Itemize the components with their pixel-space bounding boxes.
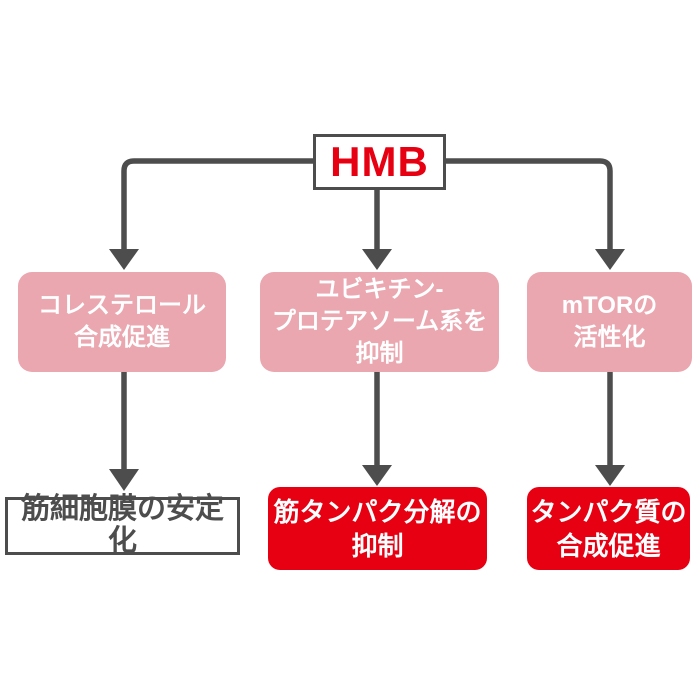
node-label-line: 合成促進 — [556, 530, 661, 561]
node-label-line: 筋細胞膜の安定化 — [20, 493, 224, 557]
node-protein-synthesis-promotion: タンパク質の 合成促進 — [527, 487, 690, 570]
arrow-mtor-to-synthesis — [595, 372, 625, 486]
node-label-line: タンパク質の — [530, 496, 687, 527]
arrow-hmb-to-ubiquitin — [362, 190, 392, 270]
node-label-line: 合成促進 — [74, 324, 170, 351]
node-label-line: コレステロール — [38, 292, 206, 319]
node-label-line: 活性化 — [573, 324, 646, 351]
arrow-hmb-to-mtor — [446, 158, 625, 270]
node-ubiquitin-proteasome: ユビキチン- プロテアソーム系を 抑制 — [260, 272, 499, 372]
node-label-line: ユビキチン- — [315, 276, 444, 303]
arrow-cholesterol-to-membrane — [109, 372, 139, 491]
node-label-line: 筋タンパク分解の — [273, 496, 482, 527]
node-hmb: HMB — [313, 134, 446, 190]
node-hmb-label: HMB — [330, 138, 429, 185]
arrow-ubiquitin-to-breakdown — [362, 372, 392, 486]
node-label-line: 抑制 — [351, 530, 404, 561]
arrow-hmb-to-cholesterol — [109, 158, 313, 270]
node-cholesterol-synthesis: コレステロール 合成促進 — [18, 272, 226, 372]
node-membrane-stabilization: 筋細胞膜の安定化 — [5, 493, 240, 557]
node-mtor-activation: mTORの 活性化 — [527, 272, 692, 372]
node-protein-breakdown-inhibition: 筋タンパク分解の 抑制 — [268, 487, 487, 570]
node-label-line: 抑制 — [355, 340, 404, 367]
node-label-line: プロテアソーム系を — [271, 308, 488, 335]
node-label-line: mTORの — [561, 292, 658, 319]
